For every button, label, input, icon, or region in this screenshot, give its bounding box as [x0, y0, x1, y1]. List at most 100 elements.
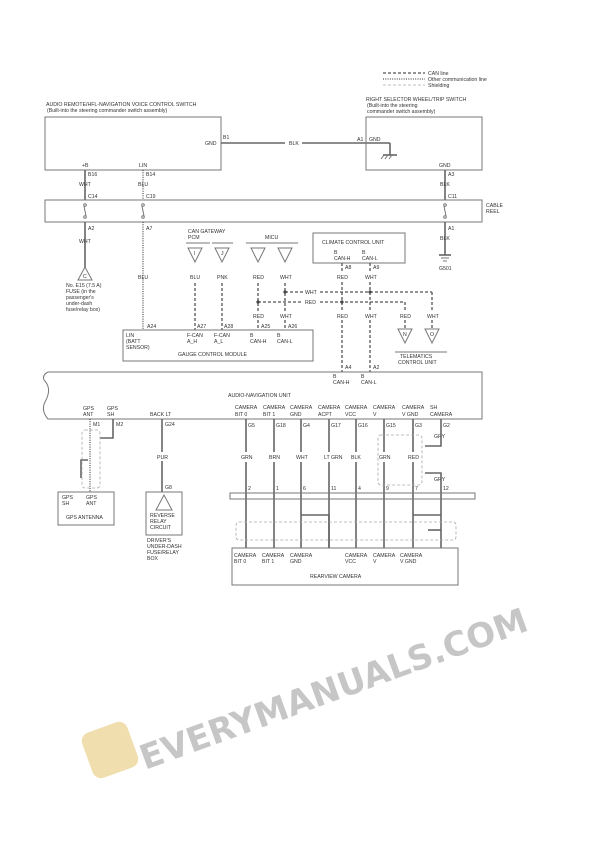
nav-bh1: B	[333, 374, 337, 380]
legend-other: Other communication line	[428, 77, 487, 83]
right-switch-sub1: (Built-into the steering	[367, 103, 418, 109]
gps-sh-1: GPS	[107, 406, 118, 412]
wire-color-label: WHT	[296, 455, 309, 461]
legend-can: CAN line	[428, 71, 449, 77]
climate-canl-2: CAN-L	[362, 256, 378, 262]
bus-wht-3: WHT	[365, 314, 378, 320]
gps-antenna: GPS SH GPS ANT GPS ANTENNA	[57, 491, 115, 526]
pin-m2: M2	[116, 422, 123, 428]
camera-connector-num: 12	[443, 486, 449, 492]
fuse-l5: fuse/relay box)	[66, 307, 100, 313]
camera-pin: G16	[358, 423, 368, 429]
gauge-lin1: LIN	[126, 333, 134, 339]
voice-switch-subtitle: (Built-into the steering commander switc…	[47, 108, 167, 114]
camera-terminal-label: ACPT	[318, 412, 333, 418]
camera-connector-num: 7	[415, 486, 418, 492]
gps-ant-1: GPS	[83, 406, 94, 412]
connector-c: C	[83, 274, 87, 280]
watermark-text: EVERYMANUALS.COM	[134, 601, 533, 779]
pin-b16: B16	[88, 172, 97, 178]
camera-terminal-label: CAMERA	[402, 405, 425, 411]
reel-contact-icons	[83, 203, 447, 219]
reverse-l2: RELAY	[150, 519, 167, 525]
bus-red: RED	[305, 300, 316, 306]
camera-terminal-label: CAMERA	[263, 405, 286, 411]
back-lt: BACK LT	[150, 412, 172, 418]
pin-m1: M1	[93, 422, 100, 428]
pin-a27: A27	[197, 324, 206, 330]
pin-a28: A28	[224, 324, 233, 330]
pnk-label: PNK	[217, 275, 228, 281]
pin-a24: A24	[147, 324, 156, 330]
camera-connector-num: 1	[276, 486, 279, 492]
blk-label: BLK	[440, 182, 450, 188]
climate-canh-1: B	[334, 250, 338, 256]
pin-a1: A1	[357, 137, 363, 143]
camera-pin: G17	[331, 423, 341, 429]
camera-pin: G5	[248, 423, 255, 429]
gps-antenna-sh2: SH	[62, 501, 69, 507]
ground-g501-icon	[439, 254, 451, 262]
gauge-lin2: (BATT	[126, 339, 141, 345]
wht-label-micu: WHT	[280, 275, 293, 281]
blk-wire-label: BLK	[289, 141, 299, 147]
gry-label-2: GRY	[434, 477, 446, 483]
connector-n: N	[403, 332, 407, 338]
bus-red-4: RED	[400, 314, 411, 320]
gauge-bh2: CAN-H	[250, 339, 267, 345]
watermark: EVERYMANUALS.COM	[81, 601, 533, 779]
camera-terminal-label: V GND	[402, 412, 419, 418]
telematics-l2: CONTROL UNIT	[398, 360, 438, 366]
gauge-bh1: B	[250, 333, 254, 339]
camera-connector-num: 11	[331, 486, 336, 492]
red-label-micu: RED	[253, 275, 264, 281]
connector-bar	[229, 492, 476, 500]
camera-terminal-label: CAMERA	[345, 405, 368, 411]
bus-wht-4: WHT	[427, 314, 440, 320]
pcm-label: PCM	[188, 235, 200, 241]
wire-color-label: LT GRN	[324, 455, 343, 461]
camera-terminal-label: CAMERA	[373, 405, 396, 411]
gps-sh-2: SH	[107, 412, 114, 418]
box-l4: BOX	[147, 556, 158, 562]
pin-a2: A2	[88, 226, 94, 232]
pin-a2-nav: A2	[373, 365, 379, 371]
rear-camera-terminal: CAMERA	[400, 553, 423, 559]
reverse-l1: REVERSE	[150, 513, 175, 519]
rear-camera-terminal: GND	[290, 559, 302, 565]
bus-red-2: RED	[253, 314, 264, 320]
pin-a26: A26	[288, 324, 297, 330]
legend: CAN line Other communication line Shield…	[383, 71, 487, 89]
cable-reel-label1: CABLE	[486, 203, 504, 209]
box-l1: DRIVER'S	[147, 538, 172, 544]
splice-dots	[256, 290, 372, 304]
connector-c-icon	[77, 265, 93, 281]
legend-shielding: Shielding	[428, 83, 449, 89]
fuse-l2: FUSE (in the	[66, 289, 96, 295]
camera-connector-num: 6	[303, 486, 306, 492]
camera-terminal-label: BIT 0	[235, 412, 247, 418]
connector-o: O	[430, 332, 434, 338]
gps-antenna-ant2: ANT	[86, 501, 97, 507]
lin-label: LIN	[139, 163, 147, 169]
bus-wht-2: WHT	[280, 314, 293, 320]
gauge-lin3: SENSOR)	[126, 345, 150, 351]
connector-j: J	[221, 251, 224, 257]
camera-terminal-label: CAMERA	[430, 412, 453, 418]
pin-g24: G24	[165, 422, 175, 428]
pin-a4: A4	[345, 365, 351, 371]
plus-b-label: +B	[82, 163, 89, 169]
watermark-logo	[81, 721, 139, 779]
micu-label: MICU	[265, 235, 279, 241]
gps-antenna-ant1: GPS	[86, 495, 97, 501]
cable-reel: CABLE REEL C14 C19 C11 A2 A7 A1	[44, 194, 504, 232]
pin-c19: C19	[146, 194, 156, 200]
rear-camera-terminal: V	[373, 559, 377, 565]
connector-i: I	[194, 251, 195, 257]
climate-red: RED	[337, 275, 348, 281]
blu-label-3: BLU	[190, 275, 200, 281]
gauge-control-module: A24 A27 A28 A25 A26 LIN (BATT SENSOR) F-…	[122, 324, 314, 362]
wht-label-2: WHT	[79, 239, 92, 245]
